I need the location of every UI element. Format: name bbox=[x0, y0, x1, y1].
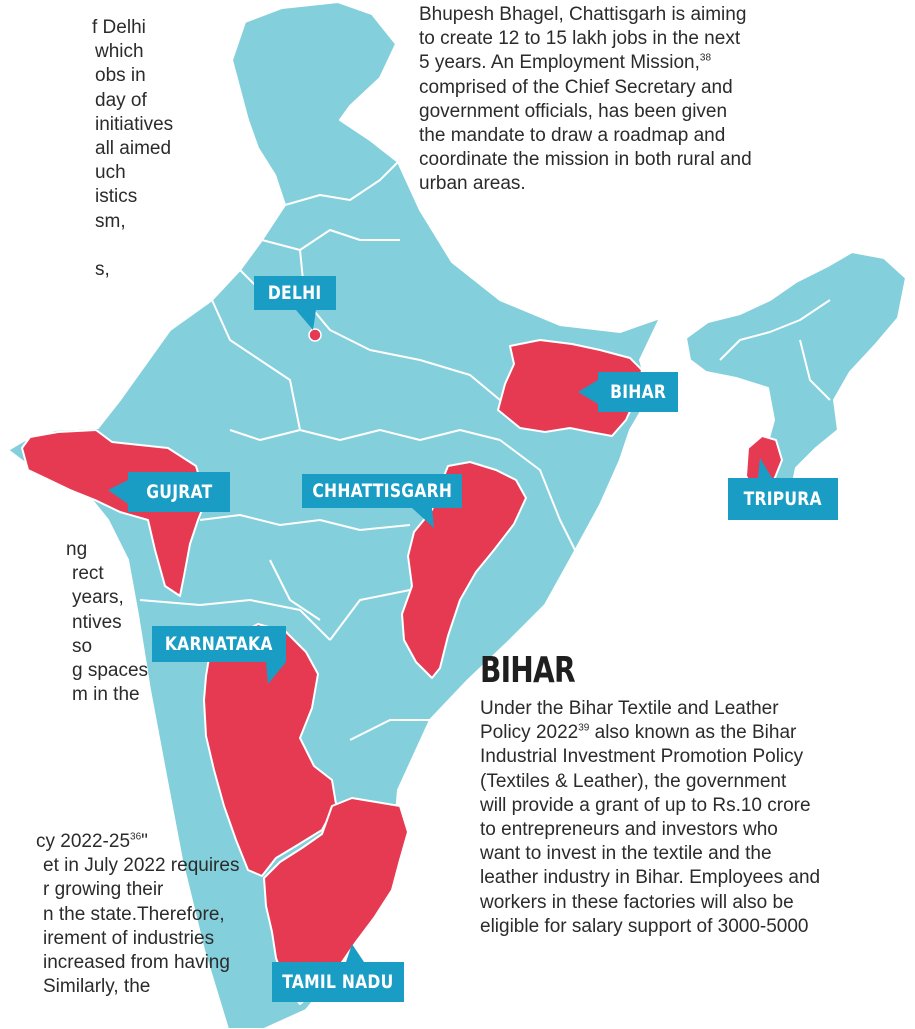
text-line: the mandate to draw a roadmap and bbox=[419, 125, 726, 147]
text-line: eligible for salary support of 3000-5000 bbox=[480, 915, 809, 937]
bottom-text-fragment: cy 2022-2536" et in July 2022 requires r… bbox=[34, 830, 239, 999]
text-line: Industrial Investment Promotion Policy bbox=[480, 746, 804, 768]
bihar-paragraph: Under the Bihar Textile and Leather Poli… bbox=[480, 697, 820, 939]
text-line: cy 2022-2536" bbox=[36, 831, 148, 852]
text-line: istics bbox=[95, 186, 138, 208]
state-karnataka bbox=[203, 623, 337, 877]
text-line: n the state.Therefore, bbox=[43, 903, 225, 925]
state-gujarat bbox=[21, 429, 207, 597]
text-line: coordinate the mission in both rural and bbox=[419, 149, 752, 171]
text-line: 5 years. An Employment Mission,38 bbox=[419, 52, 712, 74]
text-line: day of bbox=[95, 89, 147, 111]
tamil-nadu-label-pointer bbox=[346, 944, 364, 962]
karnataka-label-pointer bbox=[266, 662, 286, 684]
state-bihar bbox=[497, 339, 643, 437]
text-line: rect bbox=[72, 563, 104, 585]
text-line: irement of industries bbox=[43, 927, 215, 949]
text-line: increased from having bbox=[43, 952, 230, 974]
delhi-text-fragment: f Delhi which obs in day of initiatives … bbox=[92, 16, 173, 282]
delhi-label: DELHI bbox=[254, 276, 336, 310]
tripura-label-pointer bbox=[758, 458, 772, 478]
text-line bbox=[92, 234, 173, 258]
gujrat-label: GUJRAT bbox=[128, 472, 230, 512]
text-line: years, bbox=[72, 587, 124, 609]
gujrat-label-pointer bbox=[108, 480, 128, 504]
text-line: to create 12 to 15 lakh jobs in the next bbox=[419, 28, 741, 50]
text-line: Bhupesh Bhagel, Chattisgarh is aiming bbox=[419, 4, 747, 25]
text-line: sm, bbox=[95, 210, 126, 232]
delhi-dot bbox=[308, 328, 322, 342]
chhattisgarh-label-pointer bbox=[412, 508, 434, 528]
text-line: et in July 2022 requires bbox=[43, 855, 240, 877]
text-line: leather industry in Bihar. Employees and bbox=[480, 867, 821, 889]
text-line: r growing their bbox=[43, 879, 164, 901]
state-chhattisgarh bbox=[401, 461, 527, 679]
text-line: f Delhi bbox=[92, 17, 146, 38]
text-line: uch bbox=[95, 162, 126, 184]
text-line: m in the bbox=[72, 684, 140, 706]
gujarat-text-fragment: ng rect years, ntives so g spaces m in t… bbox=[66, 538, 148, 707]
text-line: urban areas. bbox=[419, 173, 526, 195]
text-line: workers in these factories will also be bbox=[480, 891, 794, 913]
text-line: obs in bbox=[95, 65, 146, 87]
footnote-marker: 38 bbox=[699, 53, 712, 65]
text-line: want to invest in the textile and the bbox=[480, 843, 772, 865]
india-mainland bbox=[7, 1, 661, 1029]
text-line: to entrepreneurs and investors who bbox=[480, 819, 778, 841]
chhattisgarh-label: CHHATTISGARH bbox=[302, 474, 462, 508]
text-line: (Textiles & Leather), the government bbox=[480, 770, 787, 792]
chhattisgarh-paragraph: Bhupesh Bhagel, Chattisgarh is aiming to… bbox=[419, 3, 752, 197]
text-line: all aimed bbox=[95, 138, 172, 160]
footnote-marker: 36 bbox=[130, 831, 142, 843]
bihar-label: BIHAR bbox=[598, 372, 678, 412]
text-line: initiatives bbox=[95, 113, 174, 135]
bihar-heading: BIHAR bbox=[480, 650, 576, 691]
text-line: Under the Bihar Textile and Leather bbox=[480, 698, 779, 719]
text-line: ng bbox=[66, 539, 88, 560]
text-line: Similarly, the bbox=[43, 976, 151, 998]
bihar-label-pointer bbox=[578, 380, 598, 404]
northeast-region bbox=[685, 251, 907, 507]
text-line: ntives bbox=[72, 611, 122, 633]
text-line: so bbox=[72, 635, 93, 657]
text-line: will provide a grant of up to Rs.10 cror… bbox=[480, 794, 811, 816]
text-line: g spaces bbox=[72, 660, 149, 682]
text-line: comprised of the Chief Secretary and bbox=[419, 76, 733, 98]
karnataka-label: KARNATAKA bbox=[152, 626, 286, 662]
tamil-nadu-label: TAMIL NADU bbox=[272, 962, 404, 1002]
footnote-marker: 39 bbox=[578, 722, 590, 734]
text-line: s, bbox=[95, 258, 110, 280]
text-line: which bbox=[95, 41, 144, 63]
delhi-label-pointer bbox=[296, 310, 316, 330]
text-line: government officials, has been given bbox=[419, 100, 728, 122]
tripura-label: TRIPURA bbox=[728, 478, 838, 520]
text-line: Policy 202239 also known as the Bihar bbox=[480, 722, 797, 744]
